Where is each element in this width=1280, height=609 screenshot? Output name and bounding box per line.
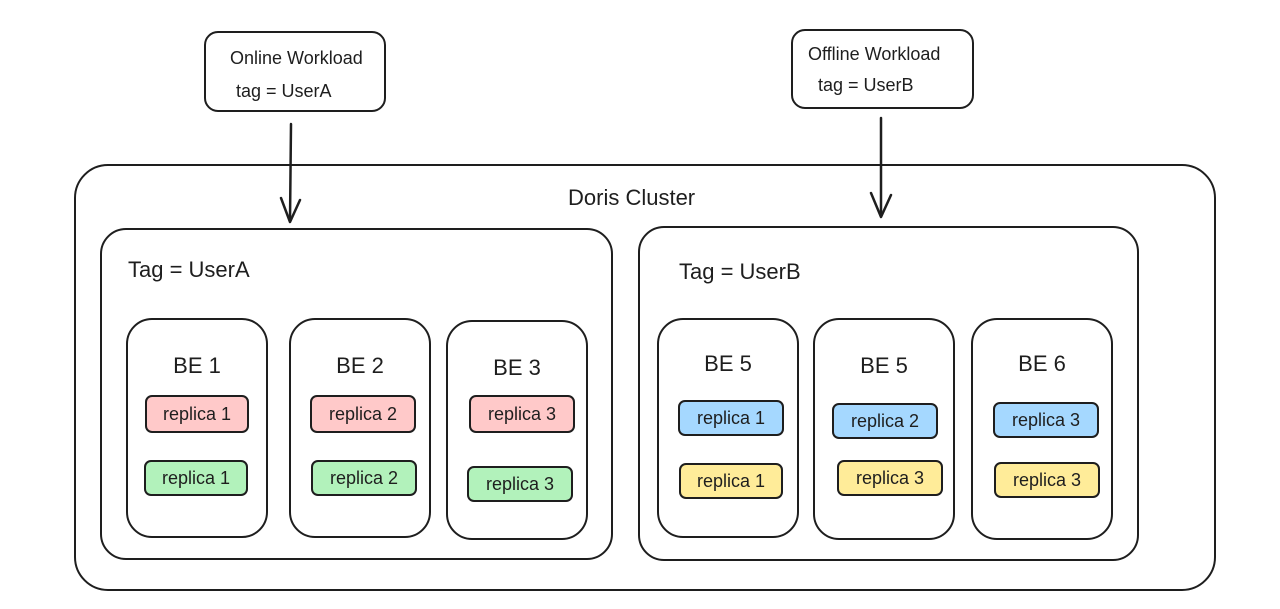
be-node: BE 2 replica 2 replica 2 xyxy=(289,318,431,538)
replica-chip: replica 1 xyxy=(679,463,783,499)
replica-chip: replica 2 xyxy=(310,395,416,433)
online-workload-box: Online Workload tag = UserA xyxy=(204,31,386,112)
be-title: BE 1 xyxy=(173,353,221,378)
replica-chip: replica 3 xyxy=(837,460,943,496)
be-title: BE 5 xyxy=(704,351,752,376)
replica-chip: replica 1 xyxy=(145,395,249,433)
replica-chip: replica 2 xyxy=(832,403,938,439)
be-title: BE 6 xyxy=(1018,351,1066,376)
cluster-title: Doris Cluster xyxy=(568,185,696,210)
tag-group-userb: Tag = UserB BE 5 replica 1 replica 1 BE … xyxy=(638,226,1139,561)
replica-chip: replica 3 xyxy=(469,395,575,433)
be-title: BE 3 xyxy=(493,355,541,380)
be-node: BE 5 replica 2 replica 3 xyxy=(813,318,955,540)
be-node: BE 6 replica 3 replica 3 xyxy=(971,318,1113,540)
replica-chip: replica 1 xyxy=(678,400,784,436)
group-title: Tag = UserA xyxy=(128,257,250,282)
be-node: BE 1 replica 1 replica 1 xyxy=(126,318,268,538)
replica-chip: replica 3 xyxy=(994,462,1100,498)
offline-workload-title: Offline Workload xyxy=(808,44,941,64)
group-title: Tag = UserB xyxy=(679,259,801,284)
doris-cluster: Doris Cluster xyxy=(74,164,1216,591)
replica-chip: replica 3 xyxy=(467,466,573,502)
be-title: BE 5 xyxy=(860,353,908,378)
be-node: BE 3 replica 3 replica 3 xyxy=(446,320,588,540)
be-title: BE 2 xyxy=(336,353,384,378)
be-node: BE 5 replica 1 replica 1 xyxy=(657,318,799,538)
replica-chip: replica 2 xyxy=(311,460,417,496)
replica-chip: replica 1 xyxy=(144,460,248,496)
offline-workload-box: Offline Workload tag = UserB xyxy=(791,29,974,109)
tag-group-usera: Tag = UserA BE 1 replica 1 replica 1 BE … xyxy=(100,228,613,560)
online-workload-title: Online Workload xyxy=(230,48,363,68)
replica-chip: replica 3 xyxy=(993,402,1099,438)
offline-workload-tag: tag = UserB xyxy=(818,75,914,95)
online-workload-tag: tag = UserA xyxy=(236,81,332,101)
